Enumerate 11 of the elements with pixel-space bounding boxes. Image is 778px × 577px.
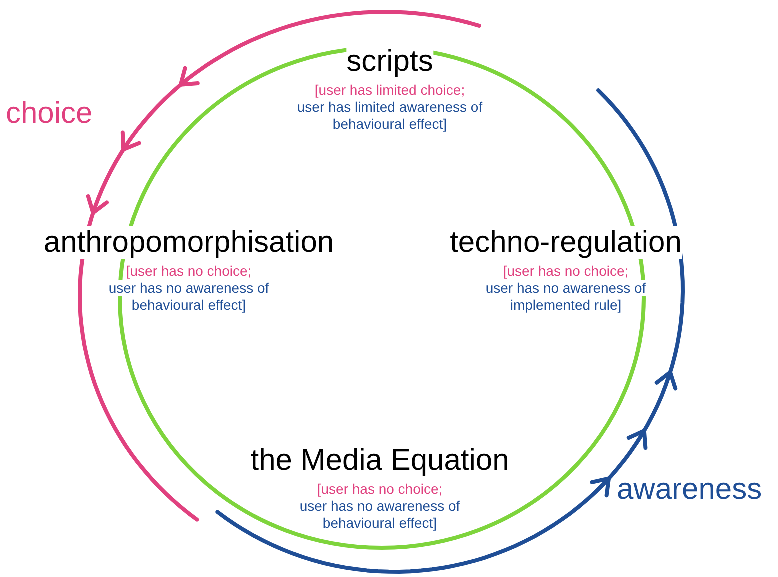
choice-note: [user has no choice;	[126, 263, 252, 280]
choice-note: [user has no choice;	[503, 263, 629, 280]
awareness-note: user has limited awareness of behavioural effect]	[296, 99, 484, 133]
awareness-note: user has no awareness of implemented rule]	[484, 280, 648, 314]
choice-note: [user has no choice;	[317, 481, 443, 498]
stage-heading: techno-regulation	[450, 225, 682, 261]
choice-note: [user has limited choice;	[314, 82, 466, 99]
stage-heading: scripts	[346, 44, 434, 80]
awareness-note: user has no awareness of behavioural effect]	[108, 280, 270, 314]
awareness-note: user has no awareness of behavioural effect]	[298, 498, 462, 532]
stage-heading: anthropomorphisation	[44, 225, 334, 261]
